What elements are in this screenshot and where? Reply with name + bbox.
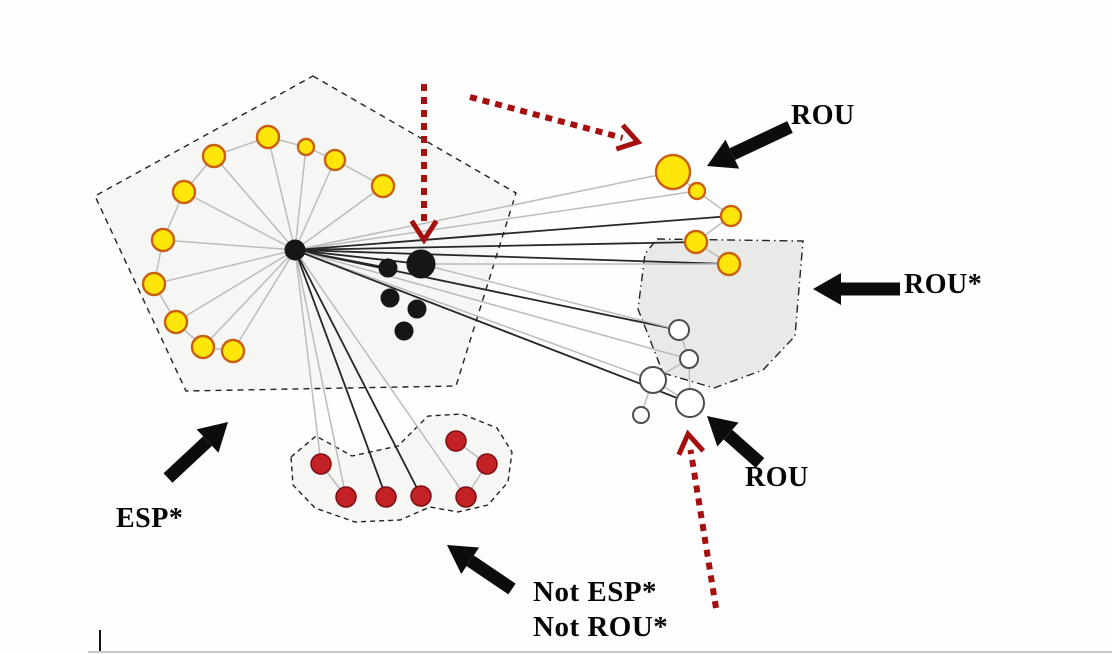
node-white-w4 — [675, 388, 705, 418]
edge-hub-p3 — [294, 146, 307, 251]
edges-layer — [153, 136, 732, 498]
block-arrow-head-rou-star — [813, 273, 841, 305]
edge-hub-p11 — [232, 249, 296, 352]
node-black-b2 — [406, 249, 436, 279]
label-not-esp-star: Not ESP* — [533, 576, 658, 608]
edge-hub-w2 — [294, 249, 690, 360]
block-arrow-head-esp-star — [196, 422, 228, 453]
node-red-r1 — [310, 453, 332, 475]
edge-hub-w4 — [294, 249, 691, 404]
block-arrow-shaft-rou-bottom — [723, 429, 765, 468]
edge-b2-w1 — [420, 263, 680, 331]
edge-hub-r7 — [294, 249, 467, 498]
label-rou-star: ROU* — [904, 269, 983, 300]
edge-hub-w3 — [294, 249, 654, 381]
dashed-arrow-head-down-into-esp — [409, 219, 439, 245]
block-arrow-shaft-rou-top — [729, 121, 793, 160]
block-arrows-layer — [163, 121, 900, 595]
edge-hub-p7 — [162, 239, 296, 251]
node-black-b5 — [394, 321, 414, 341]
edge-hub-r2 — [294, 249, 347, 498]
label-rou-bottom: ROU — [745, 462, 809, 493]
dashed-arrow-to-rou-top — [469, 94, 624, 141]
edge-hub-p2 — [267, 136, 296, 251]
edge-hub-w1 — [294, 249, 680, 331]
node-yellow-q5 — [716, 251, 742, 277]
block-arrow-head-rou-bottom — [707, 416, 739, 447]
edge-hub-p9 — [175, 249, 296, 323]
node-yellow-p7 — [150, 227, 176, 253]
node-black-b4 — [407, 299, 427, 319]
dashed-arrow-up-to-rou — [687, 449, 719, 609]
node-red-r4 — [410, 485, 432, 507]
node-yellow-q3 — [719, 204, 743, 228]
node-yellow-p3 — [296, 137, 316, 157]
dashed-arrow-head-to-rou-top — [615, 123, 643, 152]
edge-hub-q3 — [294, 215, 732, 251]
node-white-w2 — [679, 349, 699, 369]
label-rou-top: ROU — [791, 100, 855, 131]
node-yellow-p11 — [220, 338, 246, 364]
dashed-arrows-layer — [409, 84, 719, 609]
edge-hub-q1 — [294, 171, 674, 251]
node-black-hub — [284, 239, 306, 261]
node-red-r3 — [375, 486, 397, 508]
node-yellow-p2 — [255, 124, 281, 150]
node-yellow-p1 — [201, 143, 227, 169]
edge-hub-r1 — [294, 249, 322, 465]
block-arrow-shaft-not-esp — [466, 555, 516, 595]
node-white-w1 — [668, 319, 690, 341]
node-yellow-p8 — [141, 271, 167, 297]
edge-hub-r4 — [294, 249, 422, 497]
block-arrow-head-rou-top — [707, 139, 740, 169]
node-red-r6 — [476, 453, 498, 475]
node-yellow-q1 — [654, 153, 692, 191]
edge-hub-p8 — [153, 249, 296, 285]
node-yellow-p10 — [190, 334, 216, 360]
node-white-w3 — [639, 366, 667, 394]
edge-hub-r3 — [294, 249, 387, 498]
node-yellow-p5 — [370, 173, 396, 199]
nodes-layer — [141, 124, 743, 508]
node-yellow-p6 — [171, 179, 197, 205]
node-yellow-q4 — [683, 229, 709, 255]
edge-hub-p6 — [183, 191, 296, 251]
edge-hub-p5 — [294, 185, 384, 251]
block-arrow-shaft-esp-star — [163, 436, 212, 483]
node-red-r7 — [455, 486, 477, 508]
block-arrow-head-not-esp — [447, 545, 480, 574]
node-yellow-q2 — [687, 181, 707, 201]
region-rou-star-region — [637, 238, 804, 389]
node-yellow-p4 — [323, 148, 347, 172]
dashed-arrow-head-up-to-rou — [676, 429, 706, 456]
node-red-r5 — [445, 430, 467, 452]
edge-hub-q2 — [294, 190, 698, 251]
node-yellow-p9 — [163, 309, 189, 335]
edge-hub-q4 — [294, 241, 697, 251]
edge-hub-q5 — [294, 249, 730, 265]
cursor-tick — [99, 630, 101, 651]
edge-hub-p10 — [202, 249, 296, 348]
node-black-b1 — [378, 258, 398, 278]
node-black-b3 — [380, 288, 400, 308]
label-esp-star: ESP* — [116, 503, 184, 534]
label-not-rou-star: Not ROU* — [533, 611, 669, 643]
node-white-w5 — [632, 406, 650, 424]
node-red-r2 — [335, 486, 357, 508]
edge-hub-p1 — [213, 155, 296, 251]
edge-hub-p4 — [294, 159, 336, 251]
edge-hub-b2 — [294, 249, 422, 265]
bottom-rule — [88, 651, 1112, 653]
